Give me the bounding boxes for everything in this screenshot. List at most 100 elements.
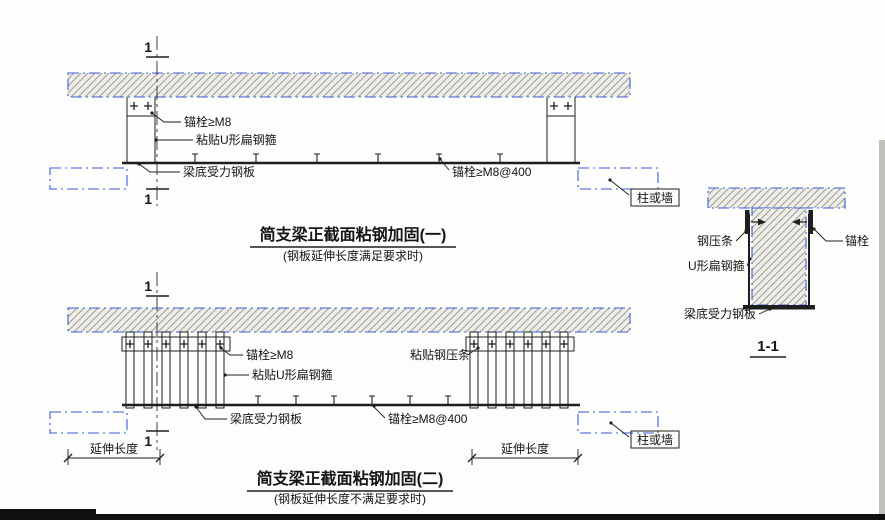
sec-right-batten — [808, 210, 813, 234]
fig2-u-hoop-strip — [125, 331, 135, 409]
fig1-right-end-hoop — [546, 97, 576, 163]
fig2-extension-dim-left: 延伸长度 — [63, 441, 165, 465]
sec-leader-steel-batten — [735, 230, 747, 242]
fig1-leader-anchor-bolt — [151, 112, 181, 123]
sec-label-anchor: 锚栓 — [845, 233, 869, 248]
fig2-section-mark-top: 1 — [144, 278, 152, 294]
section-1-1-drawing: 钢压条 U形扁钢箍 梁底受力钢板 锚栓 1-1 — [684, 187, 869, 358]
fig1-leader-anchor-bolt-dot — [150, 111, 154, 115]
fig1-leader-anchor-spacing — [439, 158, 450, 171]
sec-leader-bottom-plate — [758, 308, 771, 315]
sec-leader-bottom-plate-dot — [768, 307, 772, 311]
scan-edge-right — [879, 140, 885, 514]
sec-slab-hatched — [707, 187, 846, 209]
scan-edge-bottom-left — [0, 509, 96, 520]
fig2-leader-bottom-plate-dot — [194, 405, 198, 409]
sec-bottom-plate — [743, 305, 815, 310]
sec-leader-anchor-dot — [812, 227, 816, 231]
sec-label-steel-batten: 钢压条 — [697, 234, 733, 248]
sec-label-bottom-plate: 梁底受力钢板 — [684, 306, 756, 321]
fig1-column-wall-box — [630, 188, 680, 207]
fig2-left-steel-batten — [121, 336, 231, 352]
fig2-leader-bottom-plate — [195, 406, 227, 420]
fig2-leader-anchor-spacing — [373, 406, 386, 419]
fig2-leader-column-wall — [610, 422, 630, 438]
fig2-dim-right-lines — [471, 449, 579, 465]
fig2-u-hoop-strip — [197, 331, 207, 409]
scan-edge-bottom — [0, 514, 885, 520]
fig2-u-hoop-strip — [541, 331, 551, 409]
fig2-leader-anchor-bolt-dot — [219, 346, 223, 350]
fig1-right-anchor-plus-marks — [550, 102, 572, 110]
fig2-label-anchor-bolt: 锚栓≥M8 — [246, 347, 294, 362]
fig1-leader-u-hoop-dot — [154, 138, 158, 142]
fig2-dim-right-label: 延伸长度 — [501, 441, 549, 456]
sec-right-anchor-arrow — [792, 218, 800, 226]
fig1-label-u-hoop: 粘贴U形扁钢箍 — [196, 132, 277, 147]
fig2-leader-anchor-bolt — [220, 347, 243, 356]
fig2-leader-column-wall-dot — [609, 421, 613, 425]
fig2-u-hoop-strip — [505, 331, 515, 409]
sec-leader-anchor — [813, 228, 843, 242]
fig1-label-anchor-bolt: 锚栓≥M8 — [184, 114, 232, 129]
fig2-extension-dim-right: 延伸长度 — [467, 441, 583, 465]
fig2-right-u-hoop-strips — [469, 331, 569, 409]
fig2-u-hoop-strip — [469, 331, 479, 409]
fig1-left-anchor-plus-marks — [130, 102, 152, 110]
fig2-leader-steel-batten — [468, 347, 479, 355]
fig1-leader-bottom-plate — [138, 163, 180, 173]
fig2-right-support-outline — [577, 411, 659, 434]
figure1-drawing: 1 1 锚栓≥M8 粘贴U形扁钢箍 梁底受力钢板 锚栓≥M8@400 柱或墙 简… — [49, 36, 680, 263]
fig1-label-anchor-spacing: 锚栓≥M8@400 — [452, 164, 532, 179]
fig1-leader-column-wall — [609, 179, 630, 196]
fig2-dim-left-lines — [67, 449, 161, 465]
fig2-u-hoop-strip — [523, 331, 533, 409]
fig1-label-column-wall: 柱或墙 — [637, 190, 673, 205]
fig2-section-mark-bottom: 1 — [144, 433, 152, 449]
fig2-right-anchor-plus-marks — [470, 340, 568, 348]
fig1-right-support-outline — [577, 167, 659, 190]
sec-title: 1-1 — [757, 338, 779, 355]
sec-leader-steel-batten-dot — [744, 229, 748, 233]
fig2-u-hoop-strip — [487, 331, 497, 409]
fig2-label-anchor-spacing: 锚栓≥M8@400 — [388, 411, 468, 426]
fig1-slab-hatched — [67, 72, 631, 98]
fig2-dim-left-slashes — [63, 453, 165, 463]
fig2-leader-u-hoop-dot — [223, 373, 227, 377]
fig2-subtitle: (钢板延伸长度不满足要求时) — [274, 491, 426, 506]
fig2-left-anchor-plus-marks — [126, 340, 224, 348]
fig2-u-hoop-strip — [559, 331, 569, 409]
fig2-label-column-wall: 柱或墙 — [637, 432, 673, 447]
fig2-anchor-bolt-ticks — [255, 395, 451, 405]
fig2-u-hoop-strip — [215, 331, 225, 409]
sec-left-anchor-arrow — [758, 218, 766, 226]
fig1-leader-bottom-plate-dot — [137, 162, 141, 166]
fig2-left-support-outline — [49, 411, 128, 434]
fig2-u-hoop-strip — [179, 331, 189, 409]
fig1-left-support-outline — [49, 167, 128, 190]
fig1-title: 简支梁正截面粘钢加固(一) — [260, 225, 447, 244]
fig2-leader-anchor-spacing-dot — [372, 404, 376, 408]
fig1-section-mark-bottom: 1 — [144, 191, 152, 207]
fig1-subtitle: (钢板延伸长度满足要求时) — [283, 248, 423, 263]
fig1-leader-column-wall-dot — [608, 178, 612, 182]
fig1-left-end-hoop — [126, 97, 156, 163]
fig2-title: 简支梁正截面粘钢加固(二) — [257, 469, 444, 488]
fig2-dim-right-slashes — [467, 453, 583, 463]
fig2-label-bottom-plate: 梁底受力钢板 — [230, 411, 302, 426]
fig2-column-wall-box — [630, 430, 680, 449]
fig2-u-hoop-strip — [161, 331, 171, 409]
fig2-label-u-hoop: 粘贴U形扁钢箍 — [252, 367, 333, 382]
fig2-left-u-hoop-strips — [125, 331, 225, 409]
figure2-drawing: 1 1 锚栓≥M8 粘贴 — [49, 272, 680, 506]
fig1-section-mark-top: 1 — [144, 39, 152, 55]
fig2-leader-steel-batten-dot — [476, 346, 480, 350]
fig2-dim-left-label: 延伸长度 — [90, 441, 138, 456]
fig2-right-steel-batten — [465, 336, 575, 352]
sec-leader-u-hoop-dot — [748, 257, 752, 261]
fig1-leader-anchor-spacing-dot — [438, 157, 442, 161]
sec-label-u-hoop: U形扁钢箍 — [688, 258, 745, 273]
fig2-u-hoop-strip — [143, 331, 153, 409]
